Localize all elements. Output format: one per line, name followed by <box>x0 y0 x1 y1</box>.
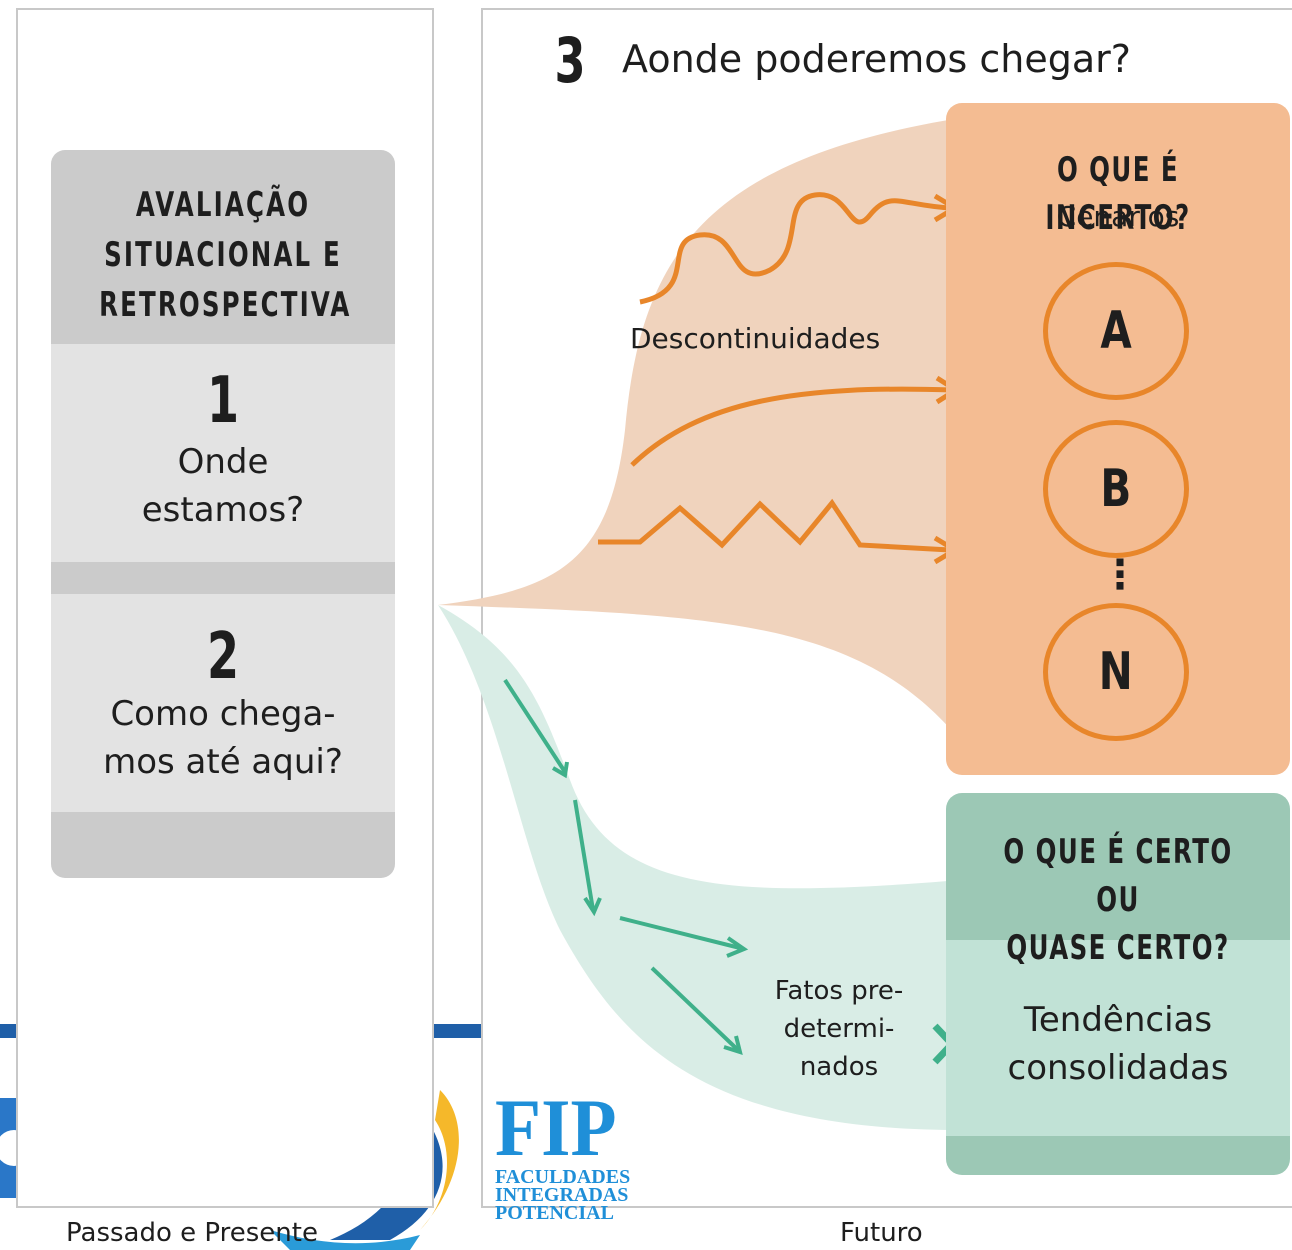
step1-question: Onde estamos? <box>51 438 395 534</box>
discontinuities-label: Descontinuidades <box>630 322 881 355</box>
certain-heading: O QUE É CERTO OU QUASE CERTO? <box>994 828 1242 972</box>
step2-question: Como chega- mos até aqui? <box>51 690 395 786</box>
fip-logo: FIP FACULDADES INTEGRADAS POTENCIAL <box>495 1082 685 1224</box>
certain-body: Tendências consolidadas <box>946 996 1290 1092</box>
curve-arrow <box>630 386 953 467</box>
step3-number: 3 <box>554 24 586 97</box>
scenario-b-circle: B <box>1043 420 1189 558</box>
past-present-label: Passado e Presente <box>66 1218 318 1248</box>
fip-logo-line-2: INTEGRADAS <box>495 1184 629 1206</box>
retrospective-heading-line-2: SITUACIONAL E <box>104 235 342 275</box>
step3-title: Aonde poderemos chegar? <box>622 37 1131 81</box>
step2-line-2: mos até aqui? <box>103 742 343 782</box>
scenario-ellipsis: ⋮ <box>1100 552 1140 598</box>
zigzag-arrow <box>598 498 951 553</box>
scenario-a-label: A <box>1100 301 1132 361</box>
step1-line-1: Onde <box>177 442 269 482</box>
wave-arrow <box>639 192 951 305</box>
scenario-a-circle: A <box>1043 262 1189 400</box>
orange-flow-shape <box>438 118 960 740</box>
scenario-n-circle: N <box>1043 603 1189 741</box>
scenario-b-label: B <box>1100 459 1132 519</box>
fip-logo-line-3: POTENCIAL <box>495 1202 614 1224</box>
facts-label-line-3: nados <box>799 1052 879 1082</box>
scenarios-subtitle: Cenários <box>1056 200 1180 233</box>
step2-number: 2 <box>206 620 240 694</box>
green-arrows <box>503 678 749 1055</box>
certain-heading-line-1: O QUE É CERTO OU <box>1003 832 1233 920</box>
retrospective-heading-line-3: RETROSPECTIVA <box>99 285 352 325</box>
certain-body-line-1: Tendências <box>1023 1000 1213 1040</box>
facts-label-line-1: Fatos pre- <box>774 976 904 1006</box>
future-label: Futuro <box>840 1218 923 1248</box>
retrospective-heading: AVALIAÇÃO SITUACIONAL E RETROSPECTIVA <box>99 180 352 330</box>
uncertain-heading: O QUE É INCERTO? <box>1045 150 1191 238</box>
step1-number: 1 <box>206 364 240 438</box>
step1-band <box>51 344 395 562</box>
retrospective-heading-line-1: AVALIAÇÃO <box>135 185 311 225</box>
green-flow-shape <box>438 605 960 1130</box>
certain-body-band <box>946 940 1290 1136</box>
facts-label-line-2: determi- <box>783 1014 895 1044</box>
fip-logo-big: FIP <box>495 1082 617 1173</box>
step2-line-1: Como chega- <box>110 694 336 734</box>
certain-heading-line-2: QUASE CERTO? <box>1006 928 1230 968</box>
scenario-n-label: N <box>1099 642 1133 702</box>
step1-line-2: estamos? <box>141 490 305 530</box>
facts-label: Fatos pre- determi- nados <box>744 972 934 1086</box>
certain-body-line-2: consolidadas <box>1007 1048 1229 1088</box>
fip-logo-line-1: FACULDADES <box>495 1166 631 1188</box>
step2-band <box>51 594 395 812</box>
